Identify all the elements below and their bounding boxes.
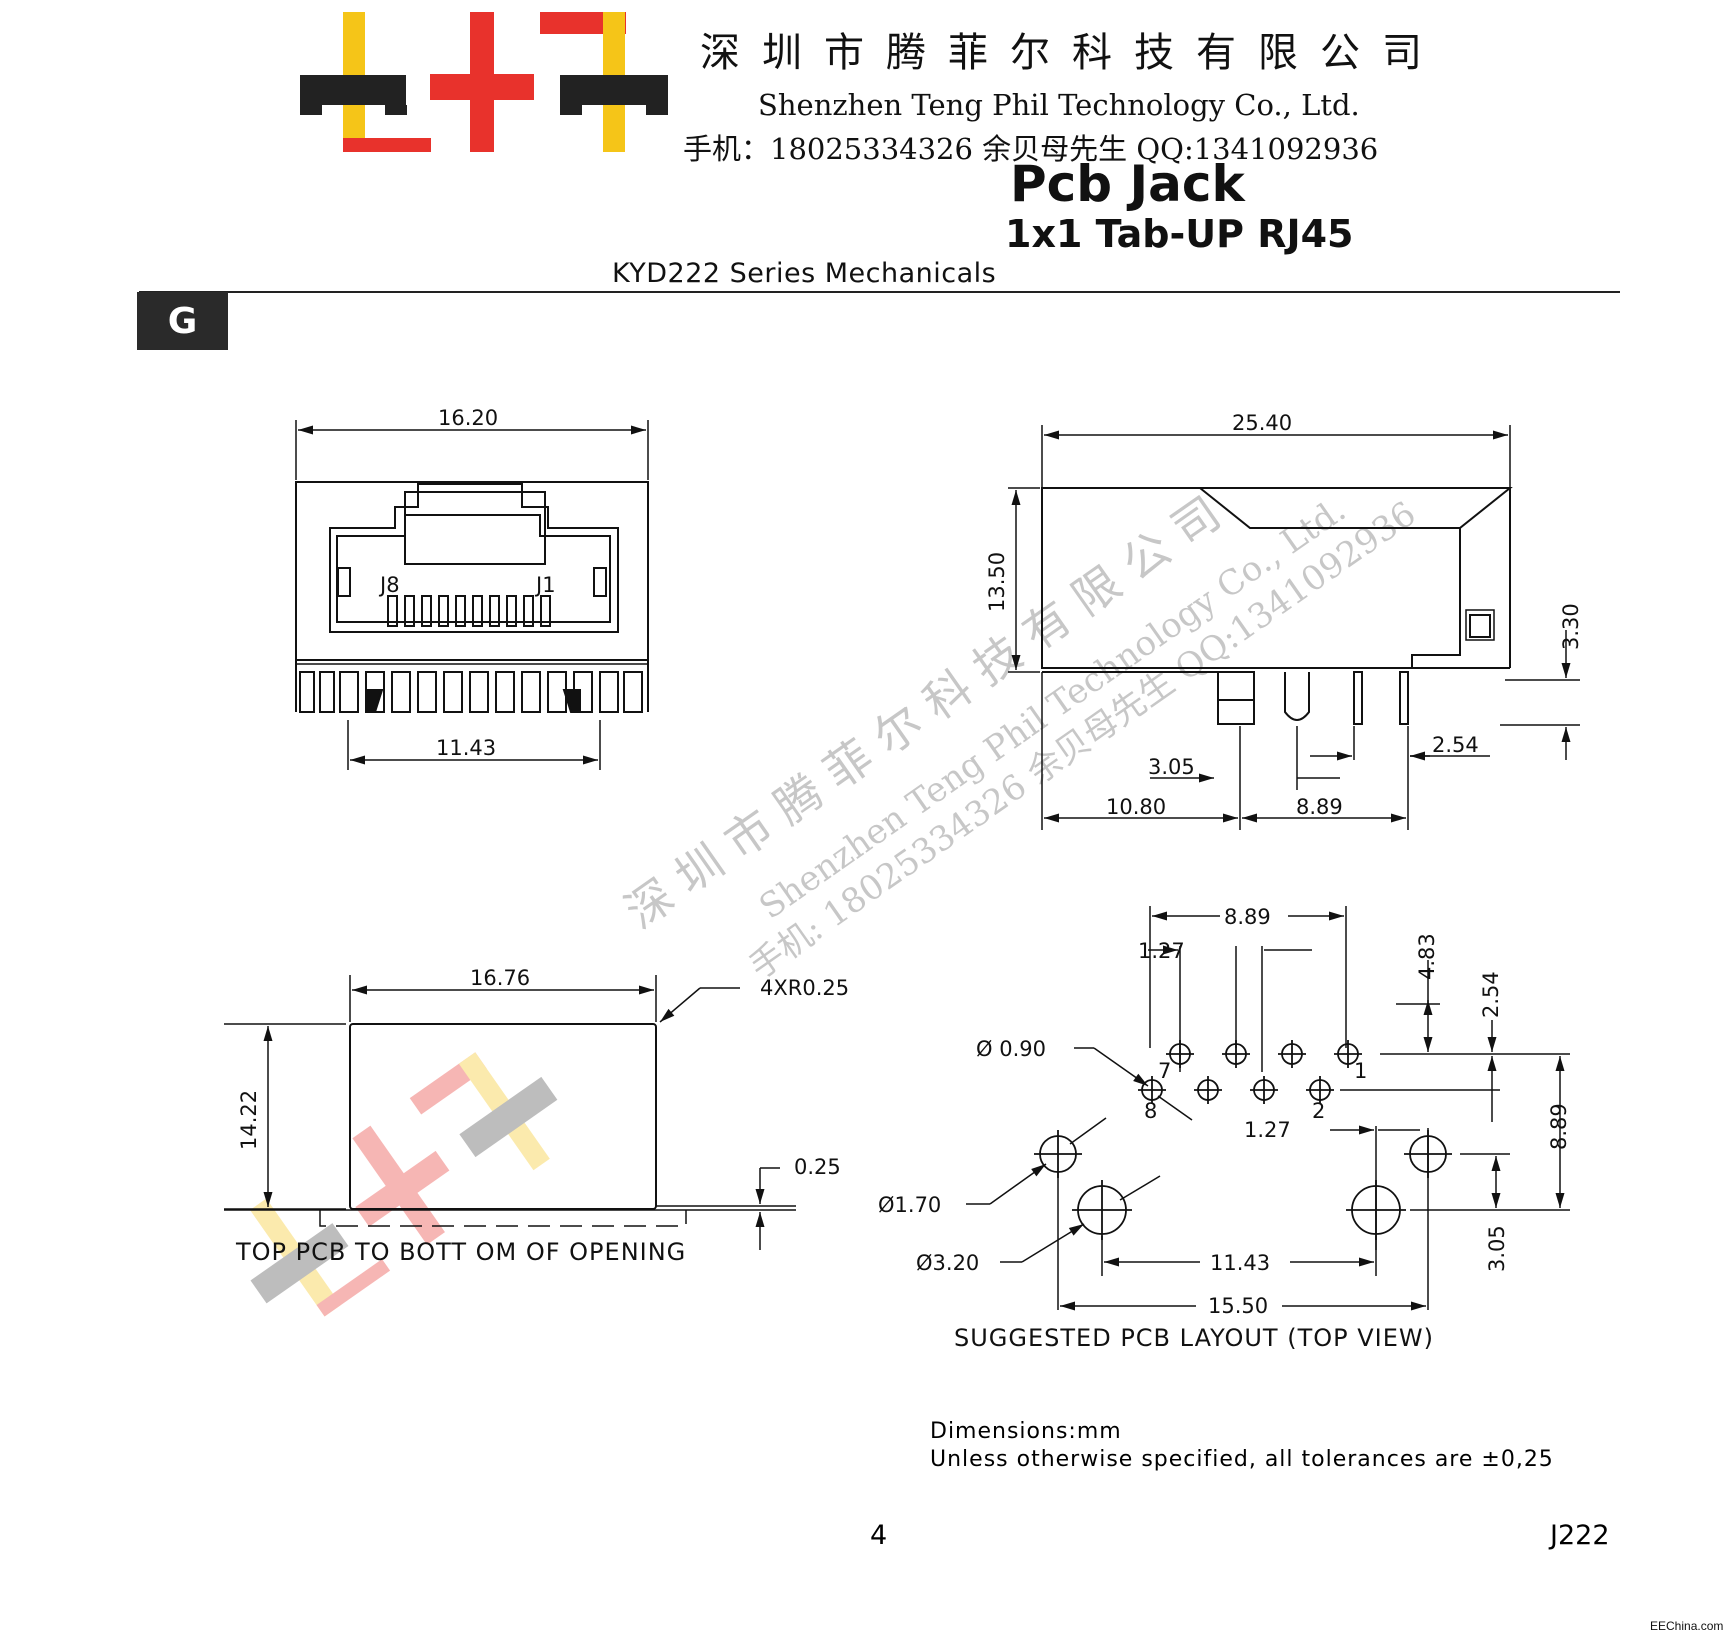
side-dim-2-54: 2.54 bbox=[1432, 733, 1479, 757]
note-units: Dimensions:mm bbox=[930, 1419, 1122, 1444]
pcb-dim-1-27-top: 1.27 bbox=[1138, 939, 1185, 963]
company-logo bbox=[300, 12, 668, 152]
page-number: 4 bbox=[870, 1520, 887, 1551]
side-view bbox=[1008, 425, 1580, 830]
front-dim-width: 16.20 bbox=[438, 406, 498, 430]
cutout-dim-width: 16.76 bbox=[470, 966, 530, 990]
pcb-dim-hole-320: Ø3.20 bbox=[916, 1251, 979, 1275]
cutout-caption: TOP PCB TO BOTT OM OF OPENING bbox=[235, 1238, 686, 1266]
watermark-text: 深 圳 市 腾 菲 尔 科 技 有 限 公 司 Shenzhen Teng Ph… bbox=[615, 486, 1423, 987]
pcb-caption: SUGGESTED PCB LAYOUT (TOP VIEW) bbox=[954, 1324, 1434, 1352]
side-dim-length: 25.40 bbox=[1232, 411, 1292, 435]
pcb-pin-7: 7 bbox=[1158, 1059, 1171, 1083]
series-title: KYD222 Series Mechanicals bbox=[612, 258, 997, 289]
pcb-pin-2: 2 bbox=[1312, 1099, 1325, 1123]
product-title: Pcb Jack bbox=[1010, 155, 1245, 213]
pcb-dim-hole-090: Ø 0.90 bbox=[976, 1037, 1046, 1061]
source-mark: EEChina.com bbox=[1650, 1619, 1723, 1633]
note-tolerance: Unless otherwise specified, all toleranc… bbox=[930, 1447, 1554, 1472]
watermark-logo bbox=[250, 1052, 558, 1317]
side-dim-3-05: 3.05 bbox=[1148, 755, 1195, 779]
front-view bbox=[295, 420, 649, 770]
watermark-line2: Shenzhen Teng Phil Technology Co., Ltd. bbox=[752, 490, 1353, 927]
contact-line: 手机：18025334326 余贝母先生 QQ:1341092936 bbox=[683, 132, 1379, 166]
header-divider bbox=[139, 291, 1620, 293]
pcb-pin-8: 8 bbox=[1144, 1099, 1157, 1123]
pcb-pin-1: 1 bbox=[1354, 1059, 1367, 1083]
panel-cutout bbox=[224, 975, 796, 1250]
pcb-dim-3-05: 3.05 bbox=[1485, 1225, 1509, 1272]
side-dim-8-89: 8.89 bbox=[1296, 795, 1343, 819]
pcb-dim-2-54: 2.54 bbox=[1479, 971, 1503, 1018]
doc-code: J222 bbox=[1548, 1520, 1610, 1551]
cutout-dim-radius: 4XR0.25 bbox=[760, 976, 849, 1000]
pcb-dim-11-43: 11.43 bbox=[1210, 1251, 1270, 1275]
pcb-layout bbox=[966, 906, 1570, 1311]
side-dim-10-80: 10.80 bbox=[1106, 795, 1166, 819]
pcb-dim-4-83: 4.83 bbox=[1415, 933, 1439, 980]
front-dim-pins: 11.43 bbox=[436, 736, 496, 760]
cutout-dim-height: 14.22 bbox=[237, 1090, 261, 1150]
side-dim-height: 13.50 bbox=[985, 552, 1009, 612]
pcb-dim-8-89-right: 8.89 bbox=[1547, 1103, 1571, 1150]
pcb-dim-15-50: 15.50 bbox=[1208, 1294, 1268, 1318]
company-name-cn: 深圳市腾菲尔科技有限公司 bbox=[700, 30, 1444, 76]
company-name-en: Shenzhen Teng Phil Technology Co., Ltd. bbox=[758, 88, 1360, 122]
product-subtitle: 1x1 Tab-UP RJ45 bbox=[1005, 212, 1354, 256]
side-dim-pinlen: 3.30 bbox=[1559, 603, 1583, 650]
cutout-dim-gap: 0.25 bbox=[794, 1155, 841, 1179]
front-label-j8: J8 bbox=[378, 573, 400, 597]
pcb-dim-1-27-mid: 1.27 bbox=[1244, 1118, 1291, 1142]
section-tab: G bbox=[137, 292, 228, 350]
pcb-dim-8-89-top: 8.89 bbox=[1224, 905, 1271, 929]
pcb-dim-hole-170: Ø1.70 bbox=[878, 1193, 941, 1217]
front-label-j1: J1 bbox=[534, 573, 556, 597]
